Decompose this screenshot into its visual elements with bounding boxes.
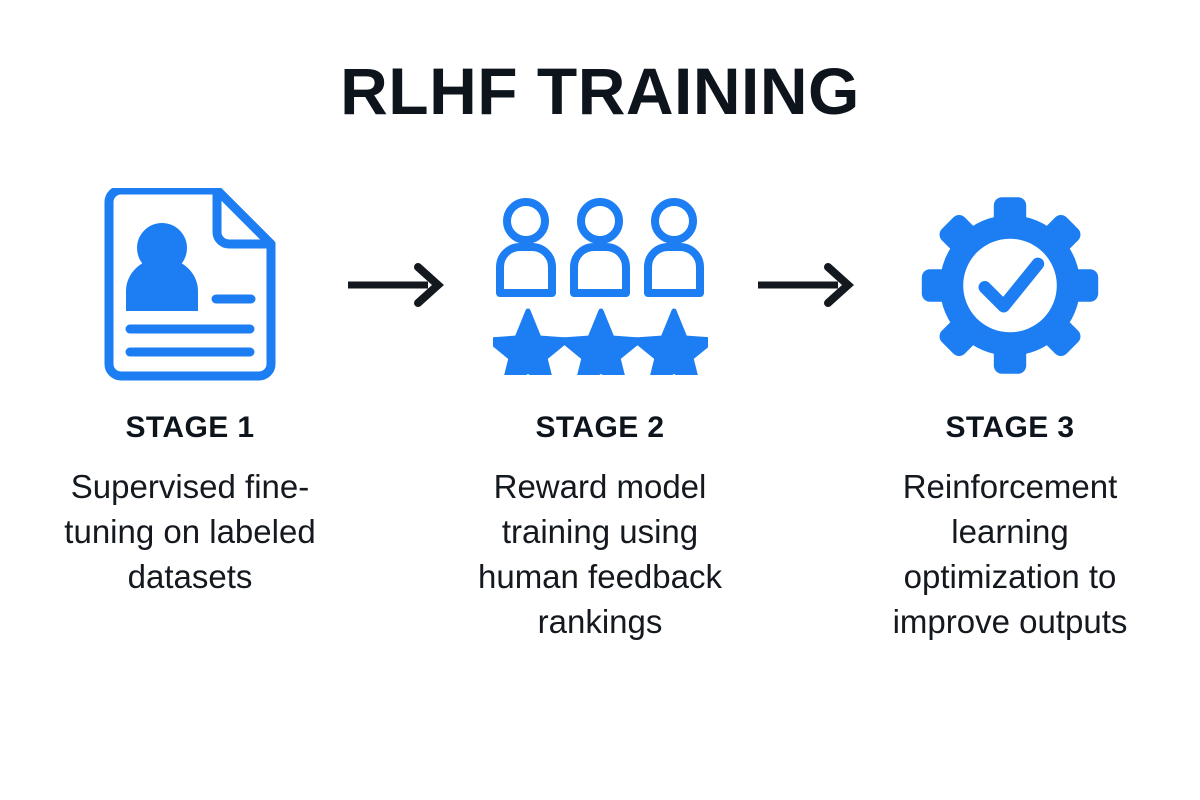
person-icon-2 — [569, 198, 630, 297]
gear-checkmark-icon — [921, 196, 1099, 374]
gear-inner-circle — [963, 238, 1057, 332]
arrow-2-box — [750, 185, 860, 385]
star-icon-2 — [559, 308, 642, 375]
stage-1-description: Supervised fine-tuning on labeled datase… — [64, 468, 316, 595]
stage-3-icon-box — [860, 185, 1160, 385]
stage-3-description: Reinforcement learning optimization to i… — [892, 468, 1128, 640]
people-stars-rating-icon — [492, 198, 708, 375]
arrow-right-icon — [758, 263, 854, 307]
arrow-right-icon — [348, 263, 444, 307]
stage-1: STAGE 1 Supervised fine-tuning on labele… — [40, 185, 340, 600]
star-icon-3 — [632, 308, 708, 375]
page-title: RLHF TRAINING — [340, 54, 860, 128]
stage-3: STAGE 3 Reinforcement learning optimizat… — [860, 185, 1160, 645]
stage-3-label: STAGE 3 — [945, 411, 1075, 444]
stage-2-description: Reward model training using human feedba… — [477, 468, 722, 640]
arrow-1-box — [340, 185, 450, 385]
star-icon-1 — [492, 308, 569, 375]
stage-2-label: STAGE 2 — [535, 411, 665, 444]
document-person-icon — [104, 187, 276, 380]
stage-1-icon-box — [40, 185, 340, 385]
stage-2: STAGE 2 Reward model training using huma… — [450, 185, 750, 645]
checkmark-icon — [978, 257, 1045, 312]
stages-row: STAGE 1 Supervised fine-tuning on labele… — [0, 185, 1200, 655]
person-icon-1 — [495, 198, 556, 297]
person-icon-3 — [643, 198, 704, 297]
stage-1-label: STAGE 1 — [125, 411, 255, 444]
stage-2-icon-box — [450, 185, 750, 385]
